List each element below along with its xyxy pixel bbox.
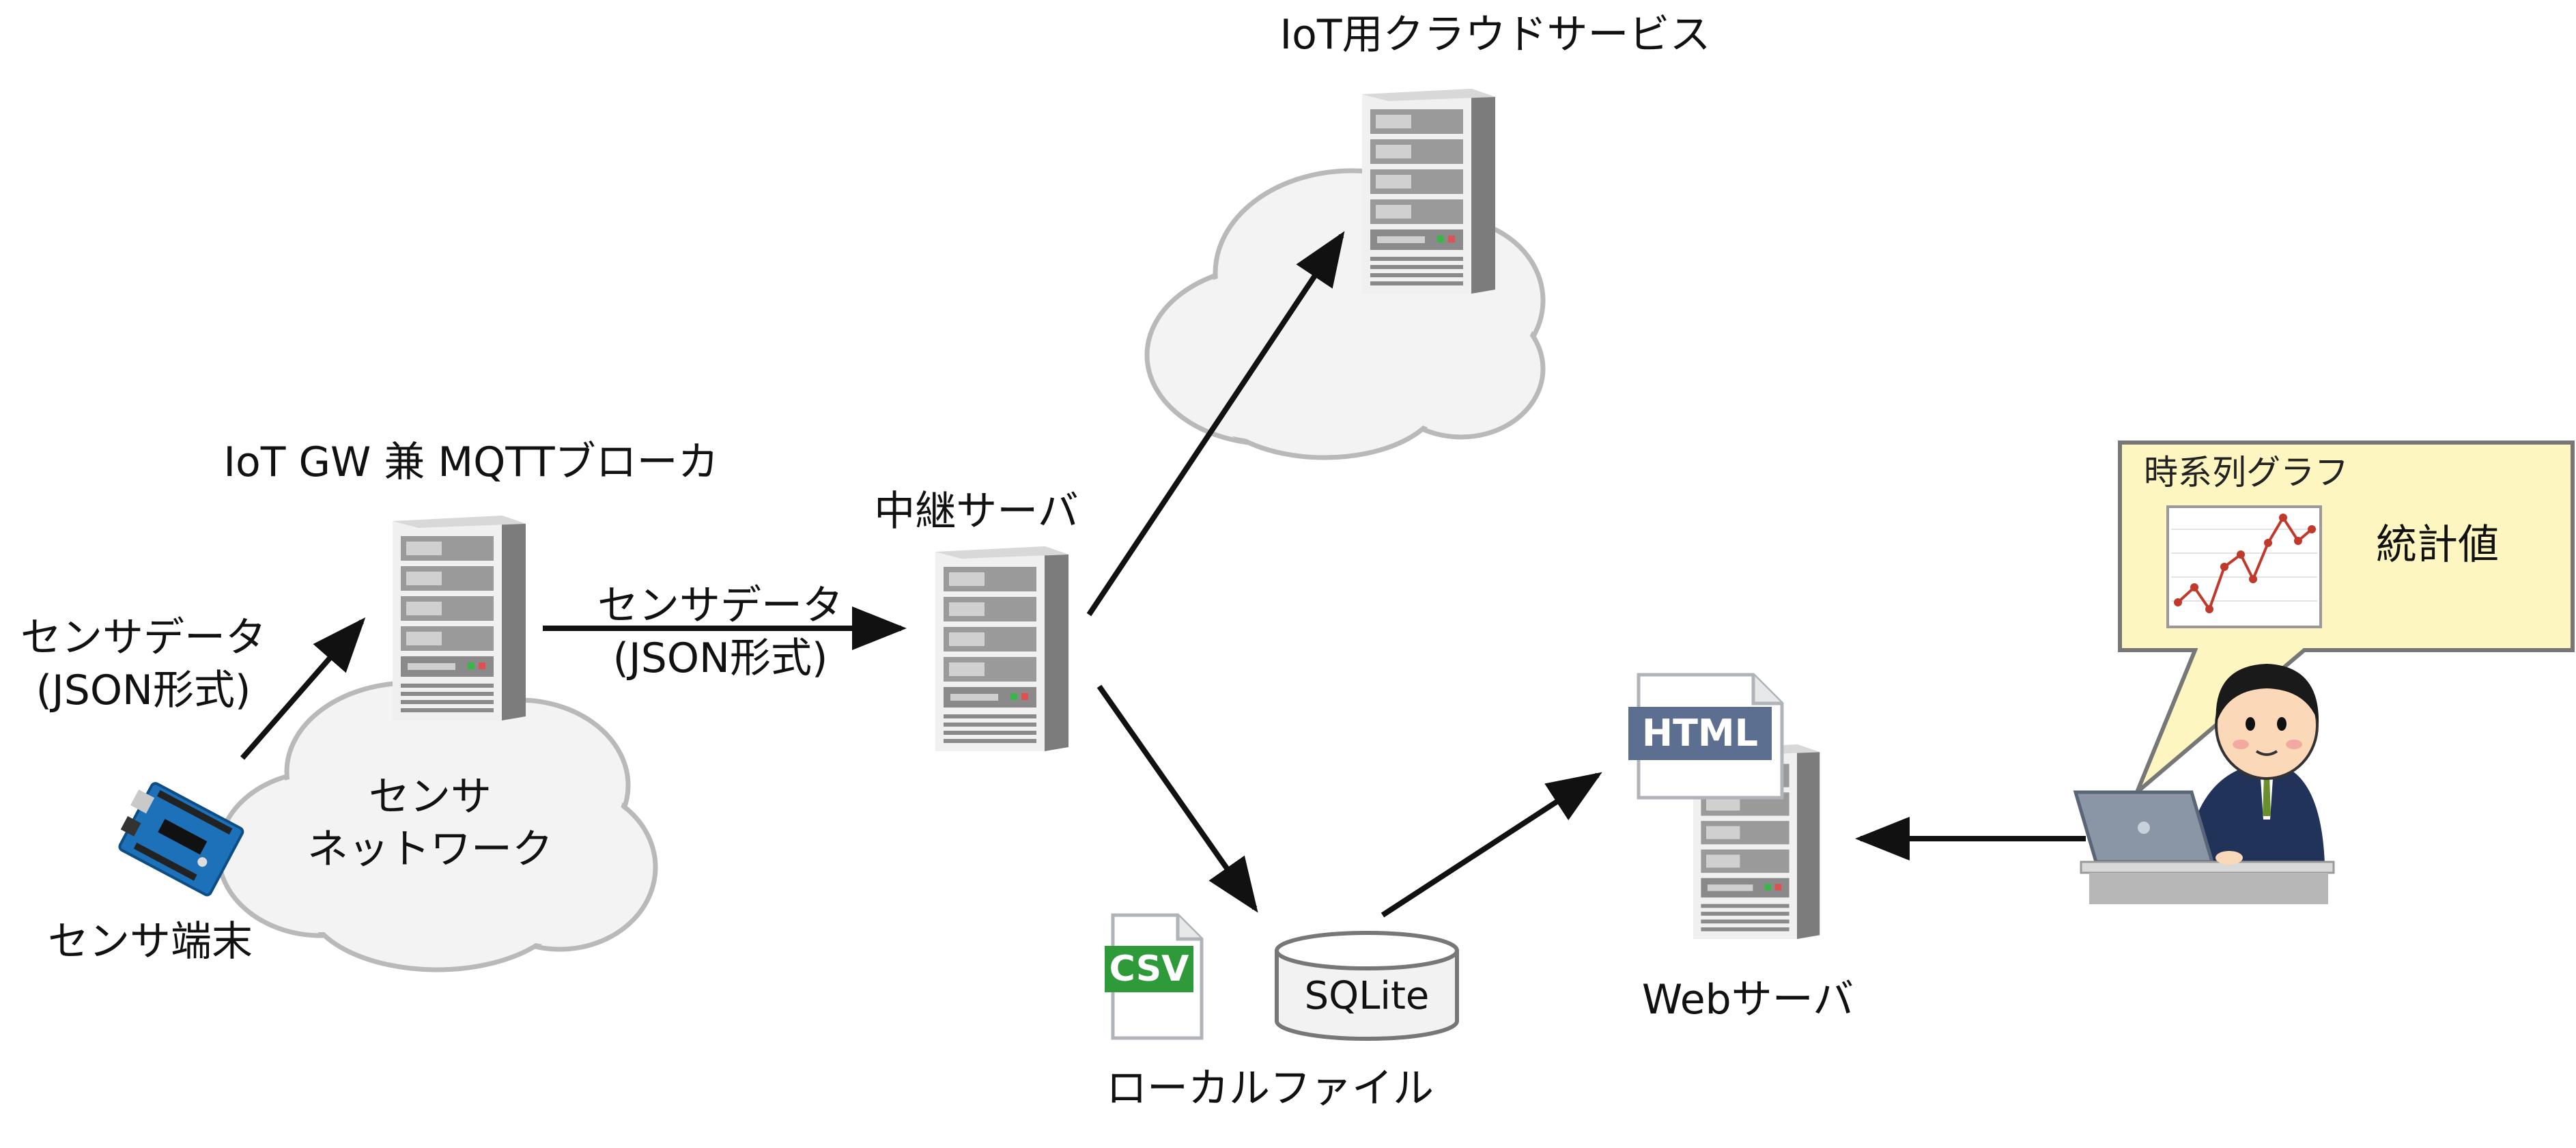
gateway-label: IoT GW 兼 MQTTブローカ: [223, 438, 719, 486]
sensor-data-label-left-line2: (JSON形式): [36, 667, 251, 714]
sqlite-label: SQLite: [1304, 974, 1430, 1018]
relay-server-icon: [935, 546, 1068, 751]
sensor-terminal-label: センサ端末: [48, 918, 253, 966]
database-cylinder-icon: [1275, 931, 1459, 1041]
csv-file-icon: [1105, 913, 1204, 1040]
arduino-board-icon: [118, 782, 244, 897]
arrow-relay-to-cloud: [1086, 231, 1345, 617]
timeseries-graph-label: 時系列グラフ: [2144, 453, 2349, 492]
html-file-icon: [1628, 673, 1784, 800]
web-server-label: Webサーバ: [1641, 976, 1854, 1024]
sensor-network-label-line1: センサ: [369, 773, 492, 821]
gateway-server-icon: [393, 516, 526, 720]
arrow-relay-to-sqlite: [1096, 684, 1258, 913]
relay-server-label: 中継サーバ: [874, 488, 1079, 535]
local-file-label: ローカルファイル: [1106, 1065, 1434, 1112]
statistics-label: 統計値: [2376, 521, 2499, 569]
timeseries-graph-icon: [2166, 505, 2322, 628]
csv-badge-label: CSV: [1109, 949, 1189, 990]
arrow-terminal-to-gateway: [240, 617, 366, 760]
cloud-server-icon: [1362, 89, 1495, 294]
cloud-service-label: IoT用クラウドサービス: [1279, 11, 1711, 59]
html-badge-label: HTML: [1641, 712, 1759, 755]
user-at-laptop-icon: [2073, 664, 2335, 904]
arrow-sqlite-to-web: [1381, 772, 1602, 918]
sensor-data-label-mid-line1: センサデータ: [597, 582, 843, 630]
sensor-data-label-left-line1: センサデータ: [20, 614, 266, 662]
sensor-network-label-line2: ネットワーク: [307, 826, 553, 873]
sensor-data-label-mid-line2: (JSON形式): [612, 634, 828, 682]
